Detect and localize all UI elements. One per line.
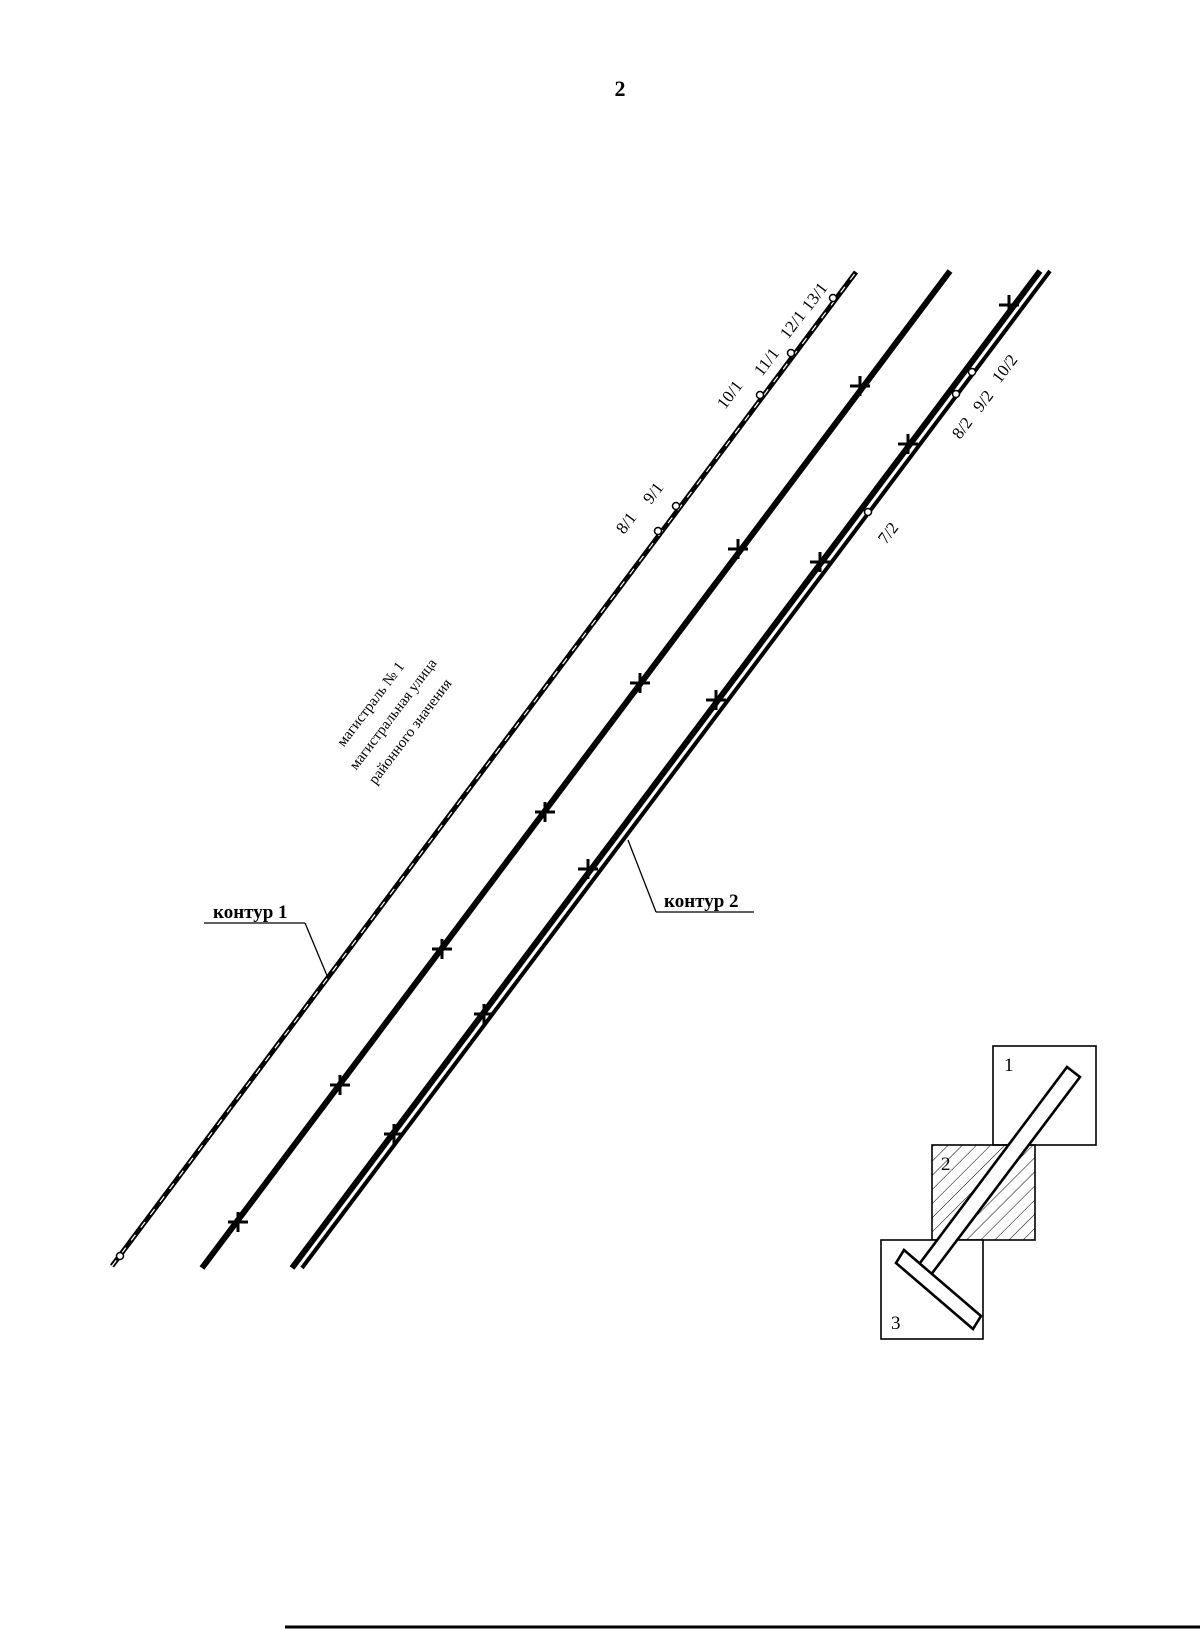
key-map: 1 2 3 xyxy=(880,1045,1097,1340)
point-label-8-2: 8/2 xyxy=(948,414,976,443)
point-marker-10-1 xyxy=(755,390,765,400)
point-marker-10-2 xyxy=(967,367,977,377)
red-line-middle xyxy=(199,269,953,1270)
key-sheet-label-3: 3 xyxy=(891,1313,901,1334)
point-marker-12-1 xyxy=(786,348,796,358)
contour-2-callout: контур 2 xyxy=(627,839,754,913)
point-label-10-2: 10/2 xyxy=(988,351,1021,387)
point-label-7-2: 7/2 xyxy=(874,519,902,548)
contour-1-line xyxy=(109,270,859,1268)
page-number: 2 xyxy=(615,76,626,101)
key-sheet-label-1: 1 xyxy=(1004,1055,1014,1076)
point-marker-9-1 xyxy=(671,501,681,511)
point-label-8-1: 8/1 xyxy=(612,509,640,538)
contour-1-label: контур 1 xyxy=(213,902,288,923)
point-marker-8-1 xyxy=(653,526,663,536)
contour-1-callout: контур 1 xyxy=(204,902,329,979)
key-sheet-label-2: 2 xyxy=(941,1154,951,1175)
point-label-9-2: 9/2 xyxy=(969,387,997,416)
point-label-9-1: 9/1 xyxy=(639,479,667,508)
contour-2-line xyxy=(289,269,1052,1270)
point-label-10-1: 10/1 xyxy=(713,377,746,413)
point-marker-7-2 xyxy=(863,507,873,517)
street-name: магистраль № 1 магистральная улица район… xyxy=(334,656,455,788)
point-marker xyxy=(115,1251,125,1261)
point-marker-13-1 xyxy=(828,293,838,303)
key-crossbar-outline xyxy=(894,1248,983,1331)
point-marker-8-2 xyxy=(951,389,961,399)
contour-2-label: контур 2 xyxy=(664,891,739,912)
